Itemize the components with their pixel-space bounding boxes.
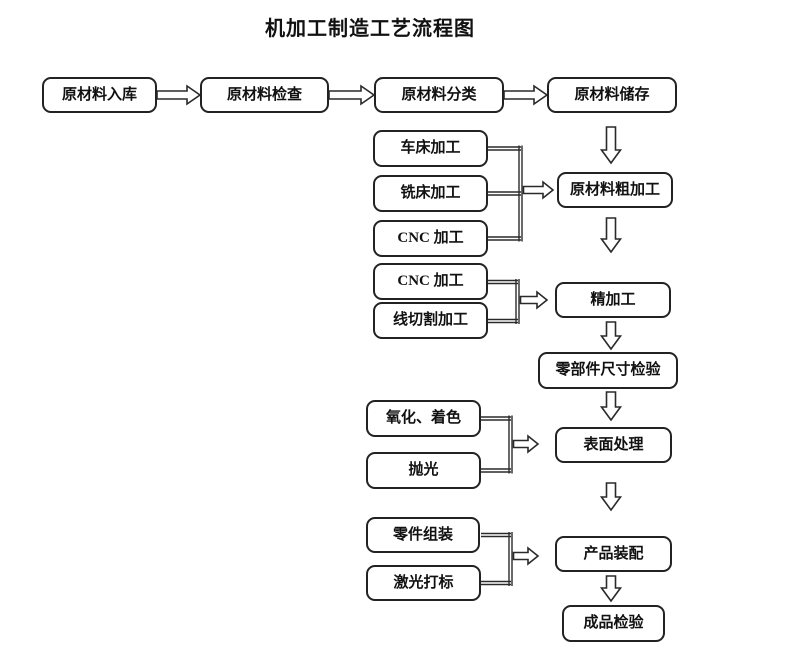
node-wire-cutting: 线切割加工 — [373, 302, 488, 339]
node-raw-inspection: 原材料检查 — [200, 77, 329, 113]
diagram-title: 机加工制造工艺流程图 — [265, 18, 475, 40]
node-dimension-inspection: 零部件尺寸检验 — [538, 352, 678, 389]
node-finish-machining: 精加工 — [555, 282, 671, 318]
arrow-surface-to-assembly-icon — [599, 482, 623, 512]
node-raw-inbound: 原材料入库 — [42, 77, 157, 113]
bus-group-finish-machining — [488, 279, 549, 324]
arrow-storage-to-rough-icon — [599, 126, 623, 165]
node-cnc-finish: CNC 加工 — [373, 263, 488, 300]
arrow-finish-to-dimension-icon — [599, 321, 623, 351]
node-surface-treatment: 表面处理 — [555, 427, 672, 463]
bus-group-surface-treatment — [481, 415, 540, 474]
arrow-rough-to-finish-icon — [599, 217, 623, 254]
node-laser-marking: 激光打标 — [366, 565, 481, 601]
node-polishing: 抛光 — [366, 452, 481, 489]
bus-group-product-assembly — [481, 532, 540, 586]
node-lathe: 车床加工 — [373, 130, 488, 167]
bus-group-rough-machining — [488, 145, 555, 242]
arrow-dimension-to-surface-icon — [599, 391, 623, 422]
node-raw-classification: 原材料分类 — [374, 77, 504, 113]
node-cnc-rough: CNC 加工 — [373, 220, 488, 257]
node-rough-machining: 原材料粗加工 — [557, 172, 673, 208]
arrow-inbound-to-inspection-icon — [156, 84, 202, 106]
node-oxidation-coloring: 氧化、着色 — [366, 400, 481, 437]
arrow-classification-to-storage-icon — [503, 84, 549, 106]
node-parts-assembly: 零件组装 — [366, 517, 480, 553]
arrow-assembly-to-finished-icon — [599, 575, 623, 603]
node-finished-inspection: 成品检验 — [562, 605, 665, 642]
node-raw-storage: 原材料储存 — [547, 77, 677, 113]
arrow-inspection-to-classification-icon — [328, 84, 376, 106]
node-milling: 铣床加工 — [373, 175, 488, 212]
node-product-assembly: 产品装配 — [555, 536, 672, 572]
